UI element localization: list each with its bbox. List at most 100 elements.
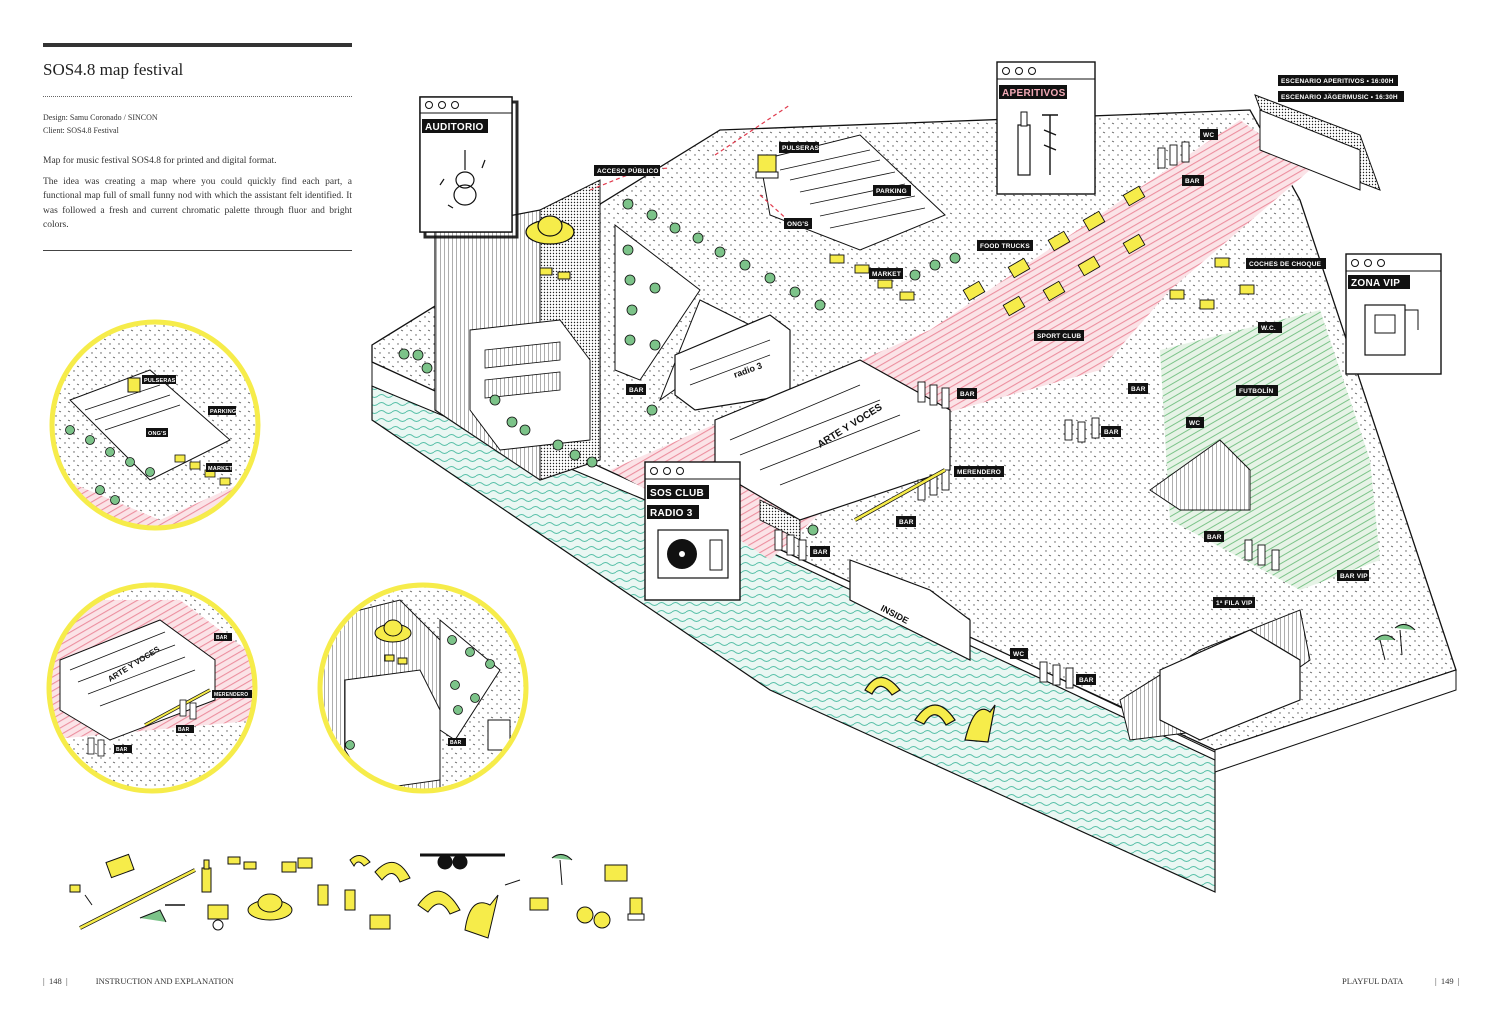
label-coches-de-choque: COCHES DE CHOQUE xyxy=(1249,261,1322,268)
bumper-car-icon-3 xyxy=(281,857,313,873)
label-bar-top: BAR xyxy=(1185,178,1200,185)
detail1-label-parking: PARKING xyxy=(210,409,236,415)
label-wc-vip-2: WC xyxy=(1189,420,1200,427)
detail1-label-ongs: ONG'S xyxy=(148,431,167,437)
violin-icon xyxy=(439,150,486,209)
label-sport-club: SPORT CLUB xyxy=(1037,333,1081,340)
credits: Design: Samu Coronado / SINCON Client: S… xyxy=(43,111,158,137)
label-bar-arte: BAR xyxy=(960,391,975,398)
bottle-icon xyxy=(1017,111,1031,176)
label-merendero: MERENDERO xyxy=(957,469,1001,476)
label-bar-radio: BAR xyxy=(629,387,644,394)
label-bar-sos: BAR xyxy=(813,549,828,556)
page-title: SOS4.8 map festival xyxy=(43,60,184,79)
label-acceso-publico: ACCESO PÚBLICO xyxy=(597,166,659,175)
palm-tree-icon xyxy=(551,854,573,886)
jagermusic-stage xyxy=(1254,94,1381,191)
label-wc-vip: W.C. xyxy=(1261,325,1276,332)
deck-chair-icon xyxy=(139,904,185,923)
detail2-label-bar-mid: BAR xyxy=(178,727,190,733)
header-rule xyxy=(43,43,352,47)
label-bar-center: BAR xyxy=(1104,429,1119,436)
card-auditorio-label: AUDITORIO xyxy=(425,122,484,133)
label-wc-top: WC xyxy=(1203,132,1214,139)
description-p1: Map for music festival SOS4.8 for printe… xyxy=(43,156,277,166)
food-trucks xyxy=(829,185,1255,317)
bumper-car-icon-4 xyxy=(369,914,391,930)
label-fila-vip: 1ª FILA VIP xyxy=(1216,600,1253,607)
label-parking: PARKING xyxy=(876,188,907,195)
food-truck-icon xyxy=(105,853,135,879)
bumper-car-icon-2 xyxy=(207,904,229,931)
park xyxy=(614,223,701,381)
client-credit: Client: SOS4.8 Festival xyxy=(43,126,119,135)
hat-icon xyxy=(525,215,575,245)
footer-left: | 148 | INSTRUCTION AND EXPLANATION xyxy=(43,976,234,986)
palm-tree-icon xyxy=(1374,624,1416,661)
sea-serpent-icon xyxy=(864,676,996,743)
ping-pong-icon xyxy=(420,853,505,870)
detail2-label-bar-top: BAR xyxy=(216,635,228,641)
label-market: MARKET xyxy=(872,271,901,278)
main-stage xyxy=(1119,609,1311,741)
label-pulseras: PULSERAS xyxy=(782,145,819,152)
card-auditorio: AUDITORIO xyxy=(419,96,519,239)
trees xyxy=(398,198,961,536)
detail-circle-parking: PULSERAS PARKING ONG'S MARKET xyxy=(49,319,261,531)
label-food-trucks: FOOD TRUCKS xyxy=(980,243,1030,250)
bottle-icon xyxy=(201,859,212,893)
card-aperitivos-label: APERITIVOS xyxy=(1002,88,1066,99)
label-bar-merendero: BAR xyxy=(899,519,914,526)
sea-serpent-icon xyxy=(349,855,499,939)
label-bar-sport: BAR xyxy=(1131,386,1146,393)
card-aperitivos: APERITIVOS xyxy=(996,61,1096,195)
ping-pong-icon-2 xyxy=(576,906,611,929)
label-escenario-jagermusic: ESCENARIO JÄGERMUSIC • 16:30H xyxy=(1281,93,1398,101)
card-zona-vip-label: ZONA VIP xyxy=(1351,278,1400,289)
bumper-car-icon-5 xyxy=(529,897,549,911)
bars xyxy=(774,141,1280,689)
label-escenario-aperitivos: ESCENARIO APERITIVOS • 16:00H xyxy=(1281,78,1394,85)
card-zona-vip: ZONA VIP xyxy=(1345,253,1442,375)
vip-zone xyxy=(1160,310,1380,590)
label-futbolin: FUTBOLÍN xyxy=(1239,386,1274,395)
map-labels: ACCESO PÚBLICO PULSERAS PARKING ONG'S MA… xyxy=(594,75,1404,685)
card-radio3-label: RADIO 3 xyxy=(650,508,693,519)
page-number-right: 149 xyxy=(1440,976,1454,986)
hat-icon xyxy=(247,893,293,921)
fork-icon xyxy=(79,868,196,930)
deck-chair-icon-2 xyxy=(504,879,521,886)
corkscrew-icon xyxy=(1042,114,1058,175)
sunglasses-icon xyxy=(539,267,571,280)
radio3-building: radio 3 xyxy=(674,314,791,411)
label-ongs: ONG'S xyxy=(787,221,809,228)
wristband-icon xyxy=(755,154,779,179)
section-right: PLAYFUL DATA xyxy=(1342,976,1403,986)
description-p2: The idea was creating a map where you co… xyxy=(43,176,352,231)
detail3-label-bar: BAR xyxy=(450,740,462,746)
sunglasses-icon xyxy=(227,856,257,870)
turntable-icon xyxy=(657,529,729,579)
vip-pass-icon xyxy=(1364,304,1419,356)
footer-right: PLAYFUL DATA | 149 | xyxy=(1342,976,1460,986)
detail1-label-pulseras: PULSERAS xyxy=(144,378,176,384)
page-number-left: 148 xyxy=(48,976,62,986)
card-sos-club: SOS CLUB RADIO 3 xyxy=(644,461,741,601)
design-credit: Design: Samu Coronado / SINCON xyxy=(43,113,158,122)
label-bar-vip-area: BAR xyxy=(1207,534,1222,541)
detail2-label-bar-bottom: BAR xyxy=(116,747,128,753)
detail-circle-auditorio: BAR xyxy=(317,582,529,794)
section-left: INSTRUCTION AND EXPLANATION xyxy=(95,976,234,986)
wristband-icon xyxy=(627,897,645,921)
bumper-car-icon xyxy=(69,884,93,906)
section-rule xyxy=(43,250,352,251)
foosball-player-icon xyxy=(317,884,356,911)
card-sos-club-label: SOS CLUB xyxy=(650,488,704,499)
label-wc-bottom: WC xyxy=(1013,651,1024,658)
bumper-car-icon-6 xyxy=(604,864,628,882)
dotted-divider xyxy=(43,96,352,97)
icon-legend xyxy=(69,853,645,939)
tribune xyxy=(1149,439,1251,511)
detail-circle-arte-voces: ARTE Y VOCES BAR MERENDERO BAR BAR xyxy=(46,582,258,794)
